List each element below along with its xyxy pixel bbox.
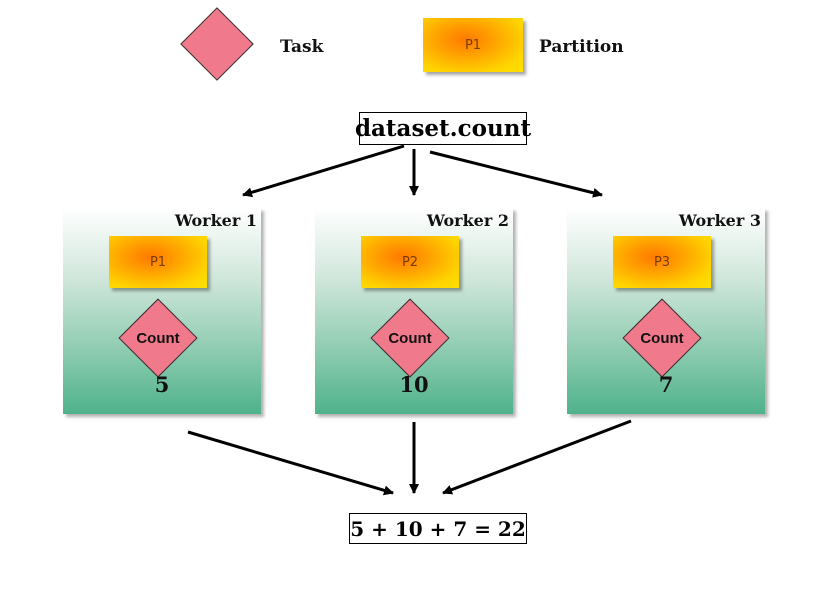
worker-title: Worker 3 [678, 211, 761, 230]
legend-task-label: Task [280, 37, 324, 57]
task-label: Count [136, 329, 180, 347]
partition-block: P3 [613, 236, 711, 288]
partition-label: P3 [653, 254, 671, 270]
arrow-from-worker-3 [442, 419, 632, 495]
task-label: Count [640, 329, 684, 347]
task-label: Count [388, 329, 432, 347]
worker-title: Worker 2 [426, 211, 509, 230]
task-diamond: Count [118, 298, 198, 378]
count-value: 7 [658, 372, 674, 397]
worker-1: Worker 1 P1 Count 5 [63, 208, 261, 414]
partition-label: P2 [401, 254, 419, 270]
count-value: 10 [399, 372, 429, 397]
partition-block: P1 [109, 236, 207, 288]
worker-3: Worker 3 P3 Count 7 [567, 208, 765, 414]
count-value: 5 [154, 372, 170, 397]
partition-block: P2 [361, 236, 459, 288]
task-diamond: Count [370, 298, 450, 378]
legend-partition-block: P1 [423, 18, 523, 72]
worker-title: Worker 1 [174, 211, 257, 230]
operation-box: dataset.count [355, 112, 531, 145]
legend-partition-sample: P1 [464, 37, 482, 53]
worker-2: Worker 2 P2 Count 10 [315, 208, 513, 414]
result-box: 5 + 10 + 7 = 22 [349, 513, 527, 544]
arrow-to-worker-3 [429, 150, 603, 198]
arrow-to-worker-1 [242, 144, 405, 198]
legend-partition-label: Partition [539, 37, 624, 57]
arrow-from-worker-1 [187, 430, 394, 496]
partition-label: P1 [149, 254, 167, 270]
task-diamond: Count [622, 298, 702, 378]
